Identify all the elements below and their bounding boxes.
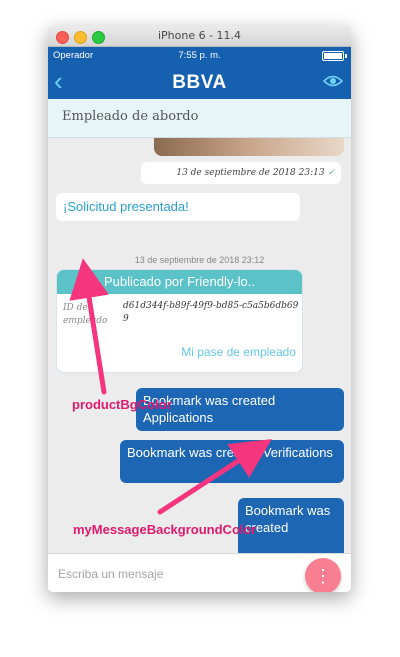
close-window-button[interactable] bbox=[56, 31, 69, 44]
message-date: 13 de septiembre de 2018 23:12 bbox=[134, 255, 265, 265]
read-check-icon: ✓ bbox=[327, 168, 335, 178]
role-title: Empleado de abordo bbox=[62, 109, 199, 124]
product-card-header: Publicado por Friendly-lo.. bbox=[57, 270, 302, 294]
employee-pass-link[interactable]: Mi pase de empleado bbox=[181, 345, 296, 359]
my-message: Bookmark was created Applications bbox=[136, 388, 344, 431]
employee-id-value: d61d344f-b89f-49f9-bd85-c5a5b6db699 bbox=[123, 301, 299, 324]
minimize-window-button[interactable] bbox=[74, 31, 87, 44]
window-titlebar: iPhone 6 - 11.4 bbox=[48, 26, 351, 47]
status-bar: Operador 7:55 p. m. bbox=[48, 47, 351, 65]
image-message[interactable] bbox=[154, 138, 344, 156]
annotation-label-product-bg: productBgColor bbox=[72, 397, 172, 412]
nav-bar: ‹ BBVA bbox=[48, 65, 351, 99]
date-bubble: 13 de septiembre de 2018 23:13 ✓ bbox=[141, 162, 341, 184]
simulator-window: iPhone 6 - 11.4 Operador 7:55 p. m. ‹ BB… bbox=[48, 26, 351, 592]
message-input-bar bbox=[48, 553, 351, 592]
window-title: iPhone 6 - 11.4 bbox=[157, 29, 242, 42]
chat-area[interactable]: 13 de septiembre de 2018 23:13 ✓ ¡Solici… bbox=[48, 138, 351, 553]
zoom-window-button[interactable] bbox=[92, 31, 105, 44]
date-bubble-text: 13 de septiembre de 2018 23:13 bbox=[176, 168, 325, 178]
more-options-button[interactable]: ⋮ bbox=[305, 558, 341, 592]
carrier-label: Operador bbox=[53, 50, 94, 61]
product-card[interactable]: Publicado por Friendly-lo.. ID de emplea… bbox=[56, 269, 303, 373]
solicitud-bubble: ¡Solicitud presentada! bbox=[56, 193, 300, 221]
employee-id-label: ID de empleado bbox=[63, 303, 108, 326]
message-input[interactable] bbox=[56, 563, 300, 585]
battery-tip bbox=[345, 54, 347, 58]
back-chevron-icon[interactable]: ‹ bbox=[54, 66, 63, 96]
status-time: 7:55 p. m. bbox=[178, 50, 221, 61]
my-message: Bookmark was created Verifications bbox=[120, 440, 344, 483]
annotation-label-my-message-bg: myMessageBackgroundColor bbox=[73, 522, 257, 537]
phone-screen: Operador 7:55 p. m. ‹ BBVA Empleado de a… bbox=[48, 47, 351, 592]
role-bar: Empleado de abordo bbox=[48, 99, 351, 138]
battery-icon bbox=[322, 51, 344, 61]
eye-icon[interactable] bbox=[323, 75, 343, 87]
bbva-logo: BBVA bbox=[172, 72, 227, 93]
